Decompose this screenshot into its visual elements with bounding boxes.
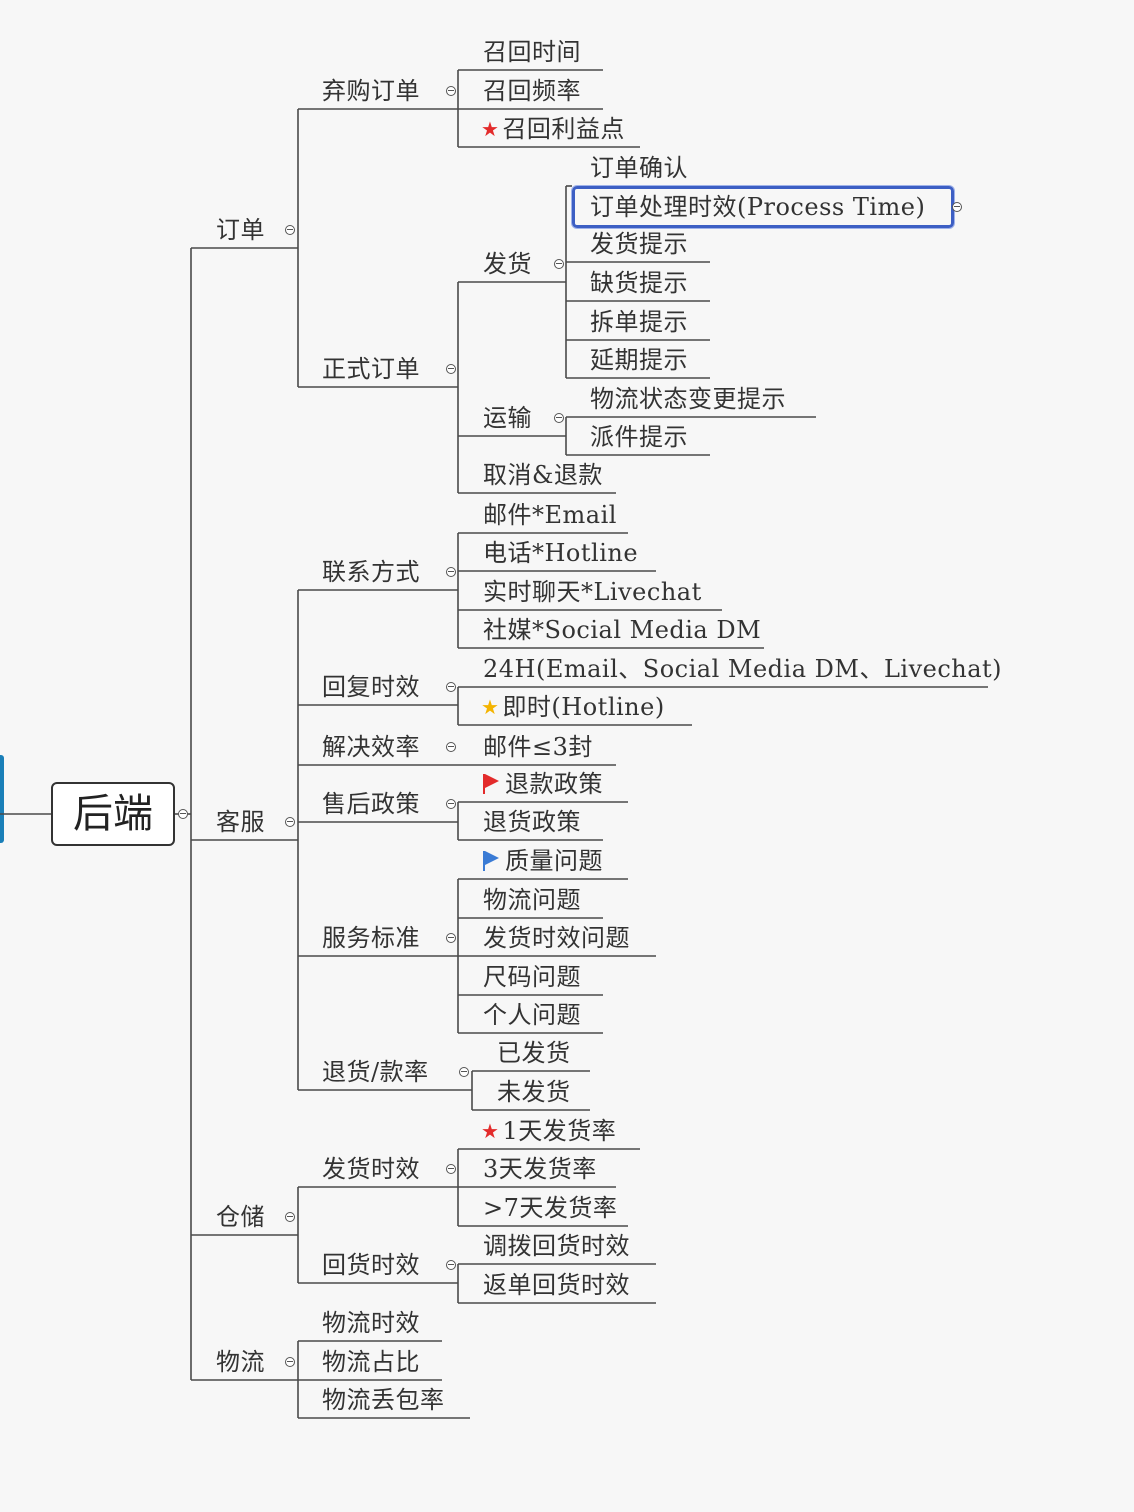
topic-logistics-loss[interactable]: 物流丢包率 — [322, 1386, 445, 1414]
topic-formal-order[interactable]: 正式订单 — [322, 355, 420, 383]
topic-email[interactable]: 邮件*Email — [483, 501, 617, 529]
topic-reorder-return[interactable]: 返单回货时效 — [483, 1271, 630, 1299]
topic-order-confirm[interactable]: 订单确认 — [590, 154, 688, 182]
topic-status-change-notice[interactable]: 物流状态变更提示 — [590, 385, 786, 413]
topic-reply-24h[interactable]: 24H(Email、Social Media DM、Livechat) — [483, 655, 1003, 683]
topic-cancel-refund[interactable]: 取消&退款 — [483, 461, 603, 489]
topic-process-time[interactable]: 订单处理时效(Process Time) — [590, 193, 926, 221]
topic-shipping[interactable]: 发货 — [483, 250, 532, 278]
topic-7day-rate[interactable]: >7天发货率 — [483, 1194, 618, 1222]
topic-transfer-return[interactable]: 调拨回货时效 — [483, 1232, 630, 1260]
topic-reply-instant[interactable]: ★即时(Hotline) — [481, 693, 665, 721]
topic-order[interactable]: 订单 — [216, 216, 265, 244]
collapse-icon[interactable] — [446, 799, 456, 809]
collapse-icon[interactable] — [446, 364, 456, 374]
collapse-icon[interactable] — [446, 682, 456, 692]
topic-logistics-timeliness[interactable]: 物流时效 — [322, 1309, 420, 1337]
topic-logistics[interactable]: 物流 — [216, 1348, 265, 1376]
collapse-icon[interactable] — [459, 1067, 469, 1077]
topic-return-policy[interactable]: 退货政策 — [483, 808, 581, 836]
collapse-icon[interactable] — [554, 413, 564, 423]
topic-ship-time-issue[interactable]: 发货时效问题 — [483, 924, 630, 952]
collapse-icon[interactable] — [446, 86, 456, 96]
topic-service-standard[interactable]: 服务标准 — [322, 924, 420, 952]
topic-quality-issue[interactable]: 质量问题 — [483, 847, 603, 875]
topic-logistics-issue[interactable]: 物流问题 — [483, 886, 581, 914]
collapse-icon[interactable] — [446, 1260, 456, 1270]
star-icon: ★ — [481, 695, 500, 719]
collapse-icon[interactable] — [285, 817, 295, 827]
topic-shipped[interactable]: 已发货 — [497, 1039, 571, 1067]
topic-after-sale[interactable]: 售后政策 — [322, 790, 420, 818]
flag-icon — [483, 774, 499, 794]
topic-stockout-notice[interactable]: 缺货提示 — [590, 269, 688, 297]
collapse-icon[interactable] — [285, 225, 295, 235]
topic-livechat[interactable]: 实时聊天*Livechat — [483, 578, 702, 606]
topic-3day-rate[interactable]: 3天发货率 — [483, 1155, 597, 1183]
collapse-icon[interactable] — [446, 742, 456, 752]
topic-split-notice[interactable]: 拆单提示 — [590, 308, 688, 336]
topic-recall-benefit[interactable]: ★召回利益点 — [481, 115, 625, 143]
topic-return-timeliness[interactable]: 回货时效 — [322, 1251, 420, 1279]
topic-warehouse[interactable]: 仓储 — [216, 1203, 265, 1231]
topic-logistics-share[interactable]: 物流占比 — [322, 1348, 420, 1376]
topic-recall-time[interactable]: 召回时间 — [483, 38, 581, 66]
flag-icon — [483, 851, 499, 871]
collapse-icon[interactable] — [285, 1357, 295, 1367]
topic-reply-time[interactable]: 回复时效 — [322, 673, 420, 701]
collapse-icon[interactable] — [446, 933, 456, 943]
topic-1day-rate[interactable]: ★1天发货率 — [481, 1117, 617, 1145]
topic-transport[interactable]: 运输 — [483, 404, 532, 432]
topic-return-rate[interactable]: 退货/款率 — [322, 1058, 429, 1086]
topic-service[interactable]: 客服 — [216, 808, 265, 836]
collapse-icon[interactable] — [952, 202, 962, 212]
topic-abandon-order[interactable]: 弃购订单 — [322, 77, 420, 105]
topic-efficiency[interactable]: 解决效率 — [322, 733, 420, 761]
collapse-icon[interactable] — [446, 567, 456, 577]
parent-connector-stub — [0, 755, 4, 843]
topic-email-limit[interactable]: 邮件≤3封 — [483, 733, 593, 761]
collapse-icon[interactable] — [285, 1212, 295, 1222]
star-icon: ★ — [481, 117, 500, 141]
topic-refund-policy[interactable]: 退款政策 — [483, 770, 603, 798]
topic-ship-notice[interactable]: 发货提示 — [590, 230, 688, 258]
collapse-icon[interactable] — [178, 809, 188, 819]
topic-size-issue[interactable]: 尺码问题 — [483, 963, 581, 991]
topic-delivery-notice[interactable]: 派件提示 — [590, 423, 688, 451]
topic-not-shipped[interactable]: 未发货 — [497, 1078, 571, 1106]
topic-recall-frequency[interactable]: 召回频率 — [483, 77, 581, 105]
topic-social-dm[interactable]: 社媒*Social Media DM — [483, 616, 762, 644]
topic-contact[interactable]: 联系方式 — [322, 558, 420, 586]
star-icon: ★ — [481, 1119, 500, 1143]
topic-ship-timeliness[interactable]: 发货时效 — [322, 1155, 420, 1183]
root-node[interactable]: 后端 — [51, 782, 175, 846]
topic-personal-issue[interactable]: 个人问题 — [483, 1001, 581, 1029]
topic-delay-notice[interactable]: 延期提示 — [590, 346, 688, 374]
collapse-icon[interactable] — [554, 259, 564, 269]
collapse-icon[interactable] — [446, 1164, 456, 1174]
topic-hotline[interactable]: 电话*Hotline — [483, 539, 639, 567]
